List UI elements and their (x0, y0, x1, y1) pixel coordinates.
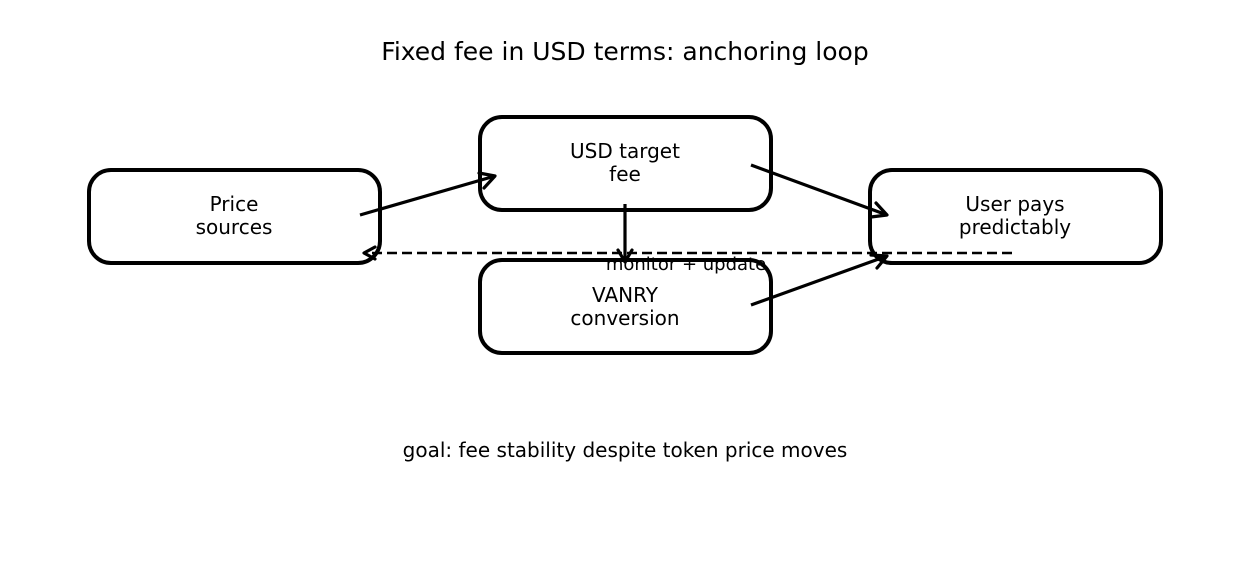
node-usd-target-line-1: USD target (570, 139, 680, 163)
node-vanry-line-1: VANRY (592, 283, 659, 307)
diagram-title: Fixed fee in USD terms: anchoring loop (381, 37, 868, 66)
edge-feedback-monitor-update (362, 245, 1012, 261)
node-price-sources: Price sources (87, 168, 382, 265)
node-usd-target-line-2: fee (609, 162, 641, 186)
node-usd-target-fee: USD target fee (478, 115, 773, 212)
edge-price-to-usd (359, 171, 497, 217)
node-vanry-conversion: VANRY conversion (478, 258, 773, 355)
node-user-pays: User pays predictably (868, 168, 1163, 265)
node-price-sources-line-2: sources (196, 215, 273, 239)
node-price-sources-line-1: Price (210, 192, 259, 216)
edge-usd-to-user (750, 163, 889, 219)
feedback-label: monitor + update (606, 254, 766, 275)
node-vanry-line-2: conversion (570, 306, 679, 330)
node-user-pays-line-2: predictably (959, 215, 1071, 239)
edge-vanry-to-user (750, 253, 889, 307)
goal-caption: goal: fee stability despite token price … (403, 438, 848, 462)
node-user-pays-line-1: User pays (965, 192, 1064, 216)
